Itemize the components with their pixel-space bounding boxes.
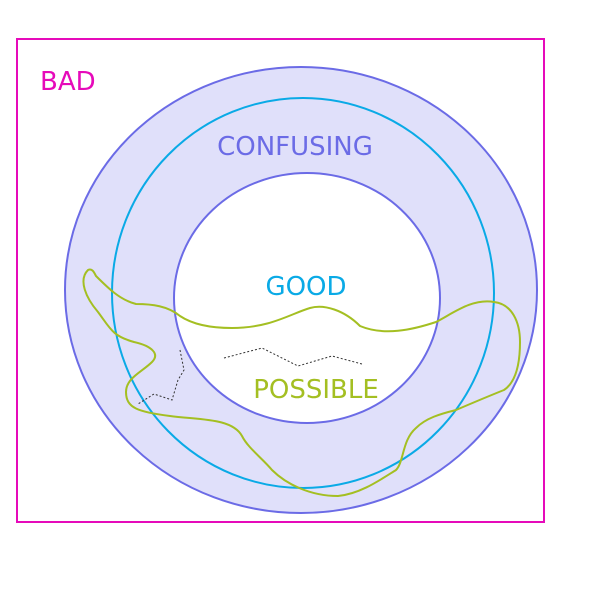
trajectory-path-center xyxy=(223,347,363,367)
possible-region xyxy=(82,268,521,497)
trajectory-path-left xyxy=(137,349,185,405)
middle-boundary xyxy=(111,97,495,489)
possible-label: POSSIBLE xyxy=(253,375,379,405)
good-region xyxy=(173,172,441,424)
good-label: GOOD xyxy=(265,272,346,302)
bad-label: BAD xyxy=(40,67,96,97)
confusing-label: CONFUSING xyxy=(217,132,373,162)
